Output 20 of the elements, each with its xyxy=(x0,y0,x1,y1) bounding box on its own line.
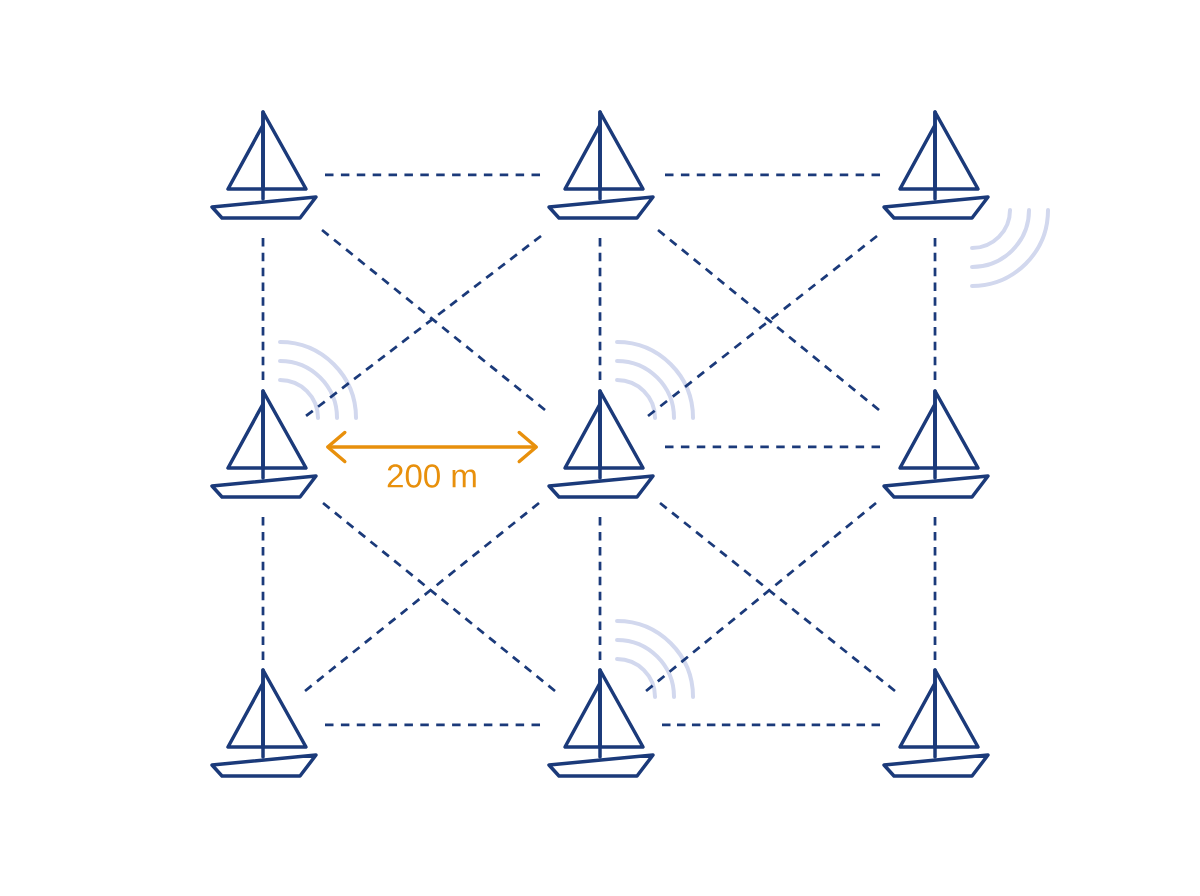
dashed-line xyxy=(665,173,880,177)
sailboat xyxy=(882,389,990,499)
sailboat xyxy=(210,110,318,220)
dashed-line xyxy=(665,445,880,449)
dimension-label: 200 m xyxy=(387,464,476,488)
sailboat xyxy=(547,110,655,220)
dashed-line xyxy=(933,238,937,380)
dashed-line xyxy=(662,723,880,727)
sailboat xyxy=(210,668,318,778)
sailboat xyxy=(882,110,990,220)
sailboat xyxy=(547,668,655,778)
sailboat xyxy=(882,668,990,778)
dashed-line xyxy=(933,517,937,660)
dashed-line xyxy=(261,517,265,660)
sailboat xyxy=(547,389,655,499)
sailboat xyxy=(210,389,318,499)
dashed-line xyxy=(261,238,265,380)
dashed-line xyxy=(325,723,540,727)
dashed-line xyxy=(598,517,602,660)
dashed-line xyxy=(598,238,602,380)
